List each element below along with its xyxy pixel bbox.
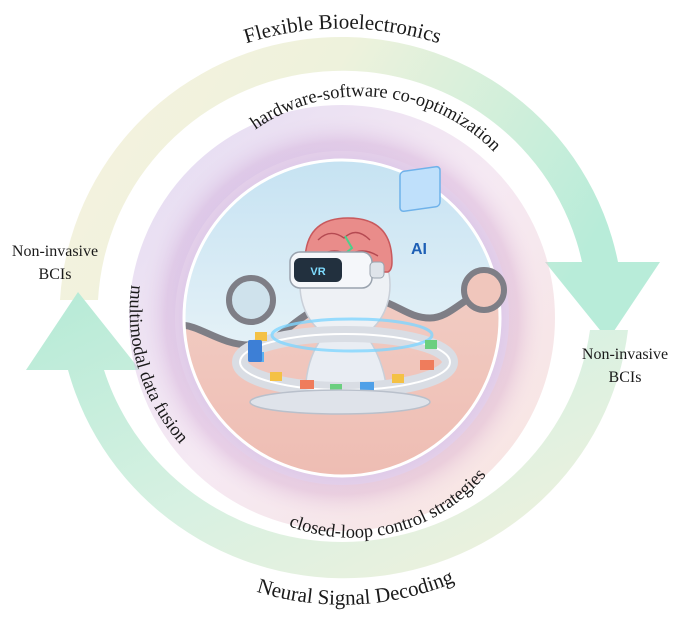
yin-dot (226, 275, 276, 325)
headset-text: VR (310, 266, 325, 278)
right-bci-line2: BCIs (608, 369, 642, 386)
left-bci-line2: BCIs (38, 266, 72, 283)
center-rim (182, 158, 502, 478)
ai-panel-text: AI (411, 241, 427, 258)
vr-head-illustration: VR AI (232, 165, 458, 415)
left-bci-label: Non-invasive BCIs (0, 240, 110, 286)
left-bci-line1: Non-invasive (11, 243, 99, 260)
right-bci-label: Non-invasive BCIs (570, 343, 680, 389)
yang-dot (461, 267, 507, 313)
top-cycle-arrow (60, 36, 660, 340)
bottom-cycle-arrow (26, 292, 628, 579)
right-bci-line1: Non-invasive (581, 346, 669, 363)
